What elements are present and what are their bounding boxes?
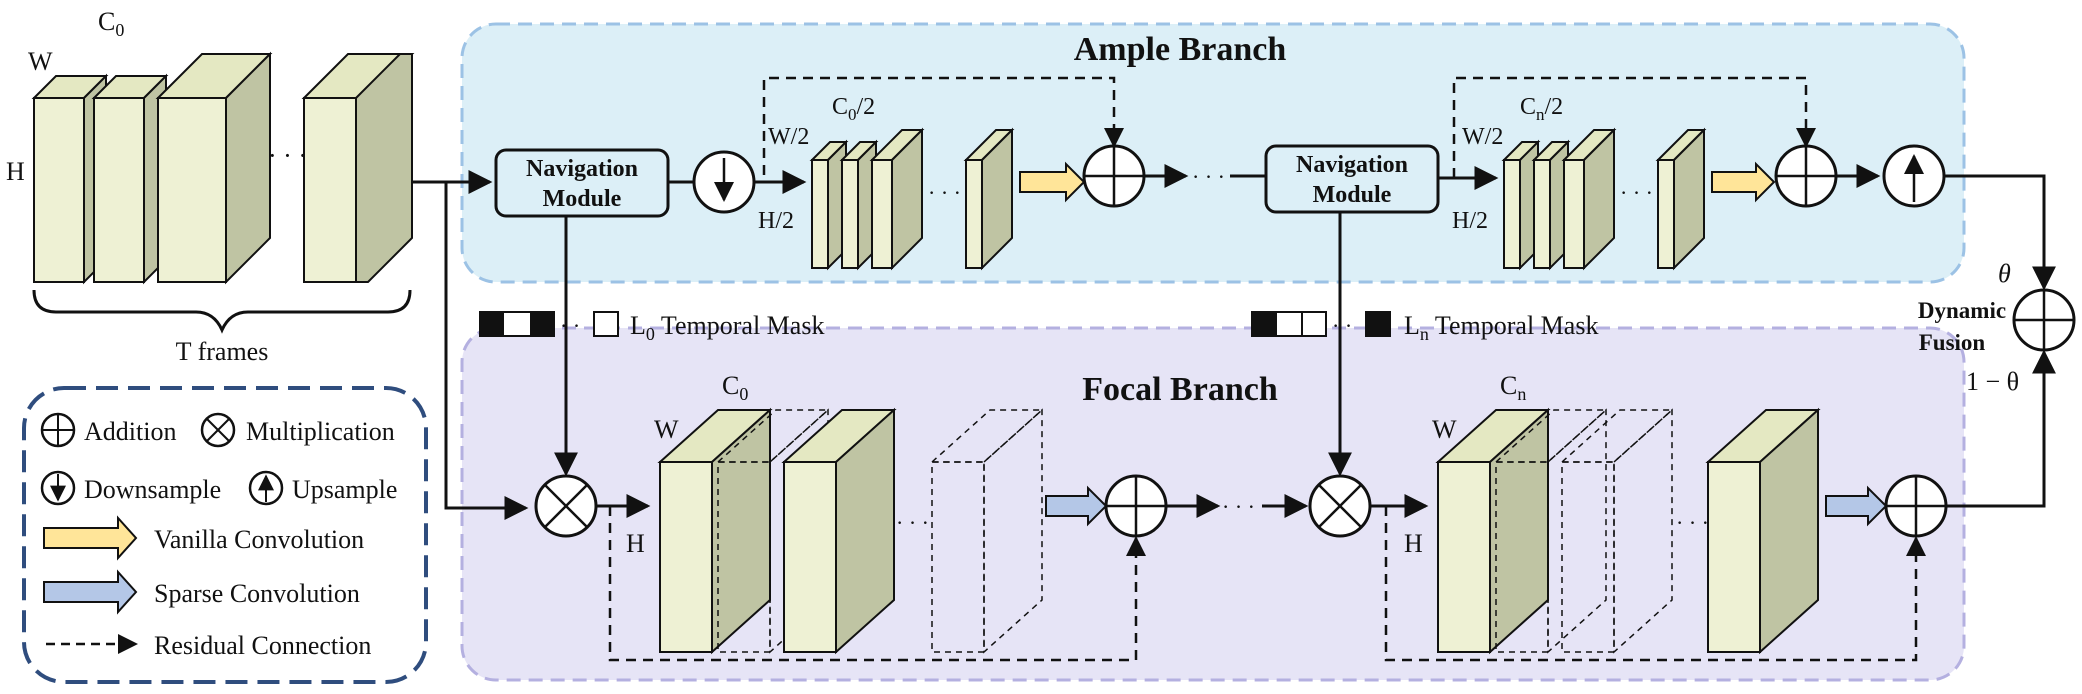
nav2-line1: Navigation bbox=[1296, 152, 1408, 178]
downsample-icon bbox=[692, 150, 756, 214]
fusion-theta: θ bbox=[1998, 259, 2011, 288]
legend-box bbox=[22, 386, 428, 684]
focal1-height: H bbox=[626, 529, 645, 558]
focal-block bbox=[657, 407, 773, 655]
sparse-conv-arrow bbox=[1045, 485, 1108, 527]
legend-vanilla-arrow-icon bbox=[43, 515, 138, 561]
ample-stack-2 bbox=[1501, 127, 1707, 271]
ample1-channel: C0/2 bbox=[832, 94, 875, 124]
focal-block bbox=[1705, 407, 1821, 655]
input-height-label: H bbox=[6, 157, 25, 186]
temporal-mask-0: · · bbox=[479, 311, 619, 338]
input-frame bbox=[155, 51, 273, 285]
fusion-label-line2: Fusion bbox=[1919, 330, 1986, 355]
multiplication-icon bbox=[534, 474, 598, 538]
focal-block bbox=[1435, 407, 1551, 655]
focal2-height: H bbox=[1404, 529, 1423, 558]
legend-multiplication: Multiplication bbox=[246, 417, 395, 446]
nav1-line1: Navigation bbox=[526, 156, 638, 182]
input-frame-last bbox=[301, 53, 415, 283]
legend-residual: Residual Connection bbox=[154, 631, 371, 660]
ample2-h-half: H/2 bbox=[1452, 208, 1488, 234]
multiplication-icon bbox=[1308, 474, 1372, 538]
legend-upsample-icon bbox=[248, 470, 284, 506]
focal1-channel: C0 bbox=[722, 371, 748, 404]
focal-stack-1 bbox=[657, 407, 1044, 655]
ample-to-fusion-connector bbox=[1944, 174, 2056, 291]
svg-text:· ·: · · bbox=[560, 313, 580, 338]
input-to-focal-connector bbox=[444, 182, 529, 520]
ample2-channel: Cn/2 bbox=[1520, 94, 1563, 124]
input-frame bbox=[91, 73, 169, 285]
ample-stack-1 bbox=[809, 127, 1015, 271]
focal-block-masked bbox=[930, 408, 1044, 654]
temporal-mask-0-label: L0 Temporal Mask bbox=[630, 311, 824, 344]
vanilla-conv-arrow bbox=[1711, 161, 1776, 203]
focal2-ellipsis: · · · bbox=[1676, 510, 1709, 535]
ample2-w-half: W/2 bbox=[1462, 124, 1503, 150]
frames-brace bbox=[32, 289, 412, 334]
upsample-icon bbox=[1882, 144, 1946, 208]
focal2-channel: Cn bbox=[1500, 371, 1526, 404]
addition-icon bbox=[1884, 474, 1948, 538]
legend-vanilla: Vanilla Convolution bbox=[154, 525, 364, 554]
svg-text:· ·: · · bbox=[1332, 313, 1352, 338]
ample1-w-half: W/2 bbox=[768, 124, 809, 150]
focal-block-masked bbox=[1560, 408, 1674, 654]
legend-upsample: Upsample bbox=[292, 475, 397, 504]
temporal-mask-n-label: Ln Temporal Mask bbox=[1404, 311, 1598, 344]
focal-mid-ellipsis: · · · bbox=[1222, 494, 1255, 519]
focal-block bbox=[781, 407, 897, 655]
focal-to-fusion-connector bbox=[1946, 349, 2056, 508]
addition-icon bbox=[1774, 144, 1838, 208]
input-channel-label: C0 bbox=[98, 7, 124, 40]
ample-branch-title: Ample Branch bbox=[1074, 31, 1287, 68]
legend-sparse: Sparse Convolution bbox=[154, 579, 360, 608]
temporal-mask-n: · · bbox=[1251, 311, 1391, 338]
focal1-ellipsis: · · · bbox=[896, 510, 929, 535]
input-frames bbox=[31, 51, 415, 285]
frames-label: T frames bbox=[176, 337, 269, 366]
focal1-width: W bbox=[654, 415, 679, 444]
addition-icon bbox=[1082, 144, 1146, 208]
legend-sparse-arrow-icon bbox=[43, 569, 138, 615]
focal2-width: W bbox=[1432, 415, 1457, 444]
ample2-ellipsis: · · · bbox=[1620, 180, 1653, 205]
focal-stack-2 bbox=[1435, 407, 1821, 655]
addition-icon bbox=[1104, 474, 1168, 538]
vanilla-conv-arrow bbox=[1019, 161, 1086, 203]
fusion-one-minus-theta: 1 − θ bbox=[1966, 367, 2019, 396]
legend-addition: Addition bbox=[84, 417, 176, 446]
focal-block-masked bbox=[1494, 408, 1608, 654]
ample1-h-half: H/2 bbox=[758, 208, 794, 234]
legend-downsample: Downsample bbox=[84, 475, 221, 504]
input-width-label: W bbox=[28, 47, 53, 76]
ample-mid-ellipsis: · · · bbox=[1192, 164, 1225, 189]
fusion-label-line1: Dynamic bbox=[1918, 298, 2006, 323]
nav1-line2: Module bbox=[543, 186, 622, 212]
fusion-addition-icon bbox=[2012, 288, 2076, 352]
nav2-line2: Module bbox=[1313, 182, 1392, 208]
ample1-ellipsis: · · · bbox=[928, 180, 961, 205]
input-ellipsis: · · · bbox=[268, 141, 307, 170]
focal-branch-title: Focal Branch bbox=[1082, 371, 1278, 408]
sparse-conv-arrow bbox=[1825, 485, 1888, 527]
legend-addition-icon bbox=[40, 412, 76, 448]
legend-downsample-icon bbox=[40, 470, 76, 506]
legend-multiplication-icon bbox=[200, 412, 236, 448]
